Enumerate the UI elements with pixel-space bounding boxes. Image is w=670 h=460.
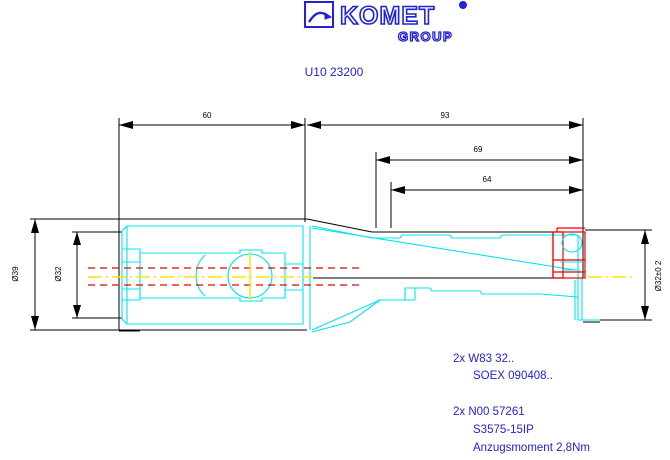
flute-upper-cyan xyxy=(309,225,578,330)
dimension-value-d32-tol: Ø32±0 2 xyxy=(654,260,663,291)
dimension-value-d39: Ø39 xyxy=(11,266,20,282)
logo-group-text: GROUP xyxy=(398,29,453,44)
dimension-value-69: 69 xyxy=(474,145,483,154)
screw-qty-label: 2x N00 57261 xyxy=(453,406,525,418)
tool-geometry xyxy=(88,218,632,333)
body-cyan-outline xyxy=(121,225,304,325)
dimension-value-60: 60 xyxy=(203,111,212,120)
komet-bridge-logo-icon xyxy=(304,1,334,28)
center-axis-yellow xyxy=(88,252,632,300)
screw-designation-label: S3575-15IP xyxy=(473,424,534,436)
insert-qty-label: 2x W83 32.. xyxy=(453,353,514,365)
dimension-shank-length: 60 xyxy=(118,111,306,228)
annotation-insert-block: 2x W83 32.. SOEX 090408.. xyxy=(453,353,553,382)
part-number-label: U10 23200 xyxy=(305,65,364,79)
insert-screw-bore xyxy=(560,233,583,271)
komet-logo: KOMET GROUP xyxy=(304,1,467,45)
dimension-inner-diameter: Ø32 xyxy=(54,231,122,319)
dimension-outer-diameter: Ø39 xyxy=(11,218,122,331)
dimension-value-93: 93 xyxy=(441,111,450,120)
screw-torque-label: Anzugsmoment 2,8Nm xyxy=(473,442,590,454)
insert-pocket-red xyxy=(552,227,586,279)
dimension-drill-diameter-tol: Ø32±0 2 xyxy=(585,229,663,321)
outline-black xyxy=(118,218,600,332)
annotation-screw-block: 2x N00 57261 S3575-15IP Anzugsmoment 2,8… xyxy=(453,406,590,454)
logo-brand-text: KOMET xyxy=(340,2,435,30)
insert-designation-label: SOEX 090408.. xyxy=(473,370,553,382)
dimension-value-64: 64 xyxy=(483,175,492,184)
dimension-flute-length: 93 xyxy=(307,111,584,232)
flute-lower-cyan xyxy=(311,287,579,333)
dimension-inner-64: 64 xyxy=(390,175,583,228)
dimension-value-d32: Ø32 xyxy=(54,266,63,282)
dimension-inner-69: 69 xyxy=(375,145,583,228)
coolant-channels-red xyxy=(88,267,360,286)
